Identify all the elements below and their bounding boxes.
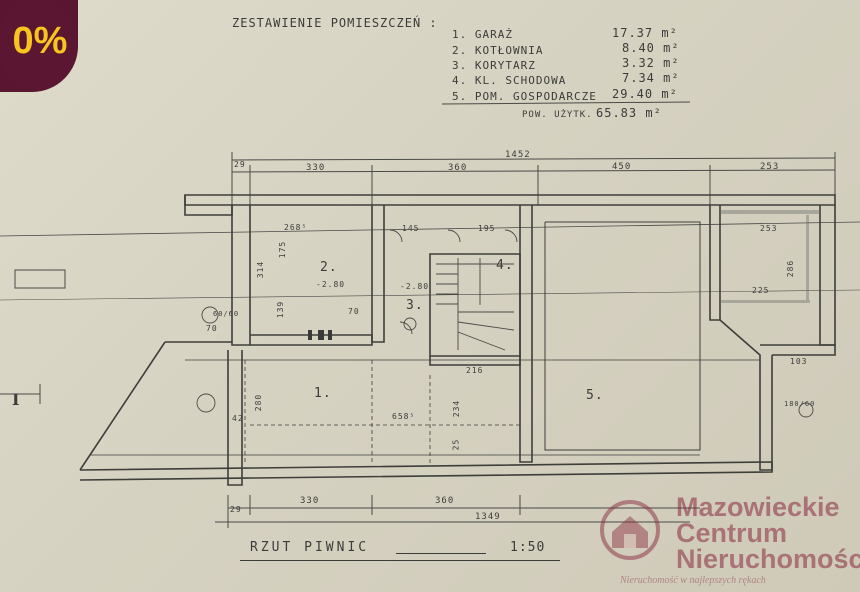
- wall-room4-east: [519, 205, 533, 463]
- room-number-1: 1.: [314, 386, 332, 401]
- agency-logo-icon: [600, 500, 660, 560]
- room-row-area: 17.37 m²: [612, 26, 678, 40]
- room-number-5: 5.: [586, 388, 604, 403]
- dim-top-2: 330: [306, 163, 326, 173]
- wall-garage-pillar: [227, 350, 243, 486]
- level-label: -2.80: [316, 280, 346, 289]
- wall-north: [184, 194, 836, 206]
- room-number-4: 4.: [496, 258, 514, 273]
- wall-room2-east: [371, 205, 385, 343]
- dim-label: 70: [348, 307, 360, 316]
- total-area-value: 65.83 m²: [596, 106, 662, 120]
- wall-diagonal: [719, 319, 773, 471]
- section-mark: I: [12, 390, 21, 409]
- dim-label: 286: [786, 259, 796, 278]
- plan-scale: 1:50: [510, 540, 546, 555]
- total-area-label: POW. UŻYTK.: [522, 110, 593, 120]
- dim-label: 145: [402, 224, 420, 233]
- dimension-line-top: [231, 169, 836, 173]
- watermark-line: Mazowieckie: [676, 492, 840, 522]
- dim-top-overall: 1452: [505, 150, 531, 160]
- dim-top-3: 360: [448, 163, 468, 173]
- dim-bottom-overall: 1349: [475, 512, 501, 522]
- dim-label: 139: [276, 300, 286, 319]
- dim-label: 103: [790, 357, 808, 366]
- room-row-label: 2. KOTŁOWNIA: [452, 44, 544, 57]
- watermark-line: Nieruchomości: [676, 544, 860, 574]
- room-row-label: 1. GARAŻ: [452, 28, 513, 41]
- dim-label: 253: [760, 224, 778, 233]
- wall-west-upper: [231, 205, 251, 346]
- room-row-label: 3. KORYTARZ: [452, 59, 536, 72]
- dim-label: 225: [752, 286, 770, 295]
- dim-top-4: 450: [612, 162, 632, 172]
- wall-south: [79, 461, 773, 481]
- plan-title-underline: [240, 560, 560, 561]
- dim-label: 314: [256, 260, 266, 279]
- room-row-area: 7.34 m²: [622, 71, 680, 85]
- wall-garage-diagonal: [79, 341, 166, 471]
- watermark-tagline: Nieruchomość w najlepszych rękach: [620, 575, 766, 586]
- room-row-label: 4. KL. SCHODOWA: [452, 74, 567, 87]
- room-row-area: 3.32 m²: [622, 56, 680, 70]
- level-label: -2.80: [400, 282, 430, 291]
- plan-title: RZUT PIWNIC: [250, 540, 370, 555]
- dim-label: 216: [466, 366, 484, 375]
- dim-label: 25: [451, 438, 461, 451]
- dim-label: 195: [478, 224, 496, 233]
- opening-label: 60/60: [213, 310, 240, 318]
- plan-title-underline: [396, 553, 486, 554]
- room-number-3: 3.: [406, 298, 424, 313]
- dim-label: 658⁵: [392, 412, 416, 421]
- opening-label: 180/60: [784, 400, 816, 408]
- dimension-line-overall-top: [231, 157, 836, 161]
- room-row-area: 8.40 m²: [622, 41, 680, 55]
- wall-east: [819, 205, 836, 346]
- dim-label: 42: [232, 414, 244, 423]
- dim-label: 70: [206, 324, 218, 333]
- dim-bottom-2: 330: [300, 496, 320, 506]
- dim-label: 280: [254, 393, 264, 412]
- dim-label: 268⁵: [284, 223, 308, 232]
- wall-room5-east-upper: [709, 205, 721, 321]
- total-underline: [441, 101, 691, 105]
- dim-label: 175: [278, 240, 288, 259]
- dim-bottom-1: 29: [230, 505, 242, 514]
- agency-watermark: Mazowieckie Centrum Nieruchomości: [598, 488, 860, 592]
- badge-circle: [0, 0, 78, 90]
- badge-label: 0%: [12, 20, 68, 62]
- dim-label: 234: [452, 399, 462, 418]
- rooms-summary-title: ZESTAWIENIE POMIESZCZEŃ :: [232, 16, 438, 30]
- discount-badge: 0%: [0, 0, 78, 92]
- room5-inner-outline: [544, 221, 701, 451]
- dim-bottom-3: 360: [435, 496, 455, 506]
- dim-top-5: 253: [760, 162, 780, 172]
- watermark-line: Centrum: [676, 518, 788, 548]
- dim-top-1: 29: [234, 160, 246, 169]
- room-row-label: 5. POM. GOSPODARCZE: [452, 90, 597, 103]
- room-row-area: 29.40 m²: [612, 87, 678, 101]
- room-number-2: 2.: [320, 260, 338, 275]
